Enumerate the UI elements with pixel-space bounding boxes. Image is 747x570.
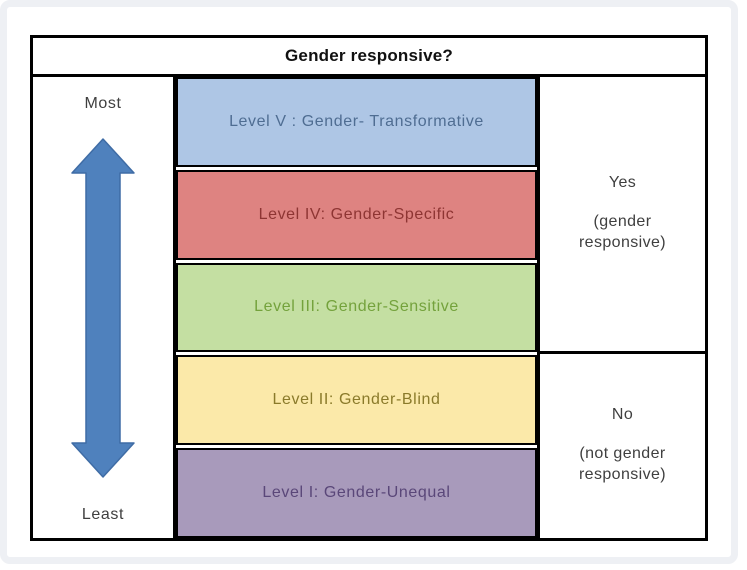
yes-label: Yes [608, 174, 637, 191]
level-ii-gender-blind: Level II: Gender-Blind [176, 355, 537, 446]
most-label: Most [84, 95, 122, 112]
scale-column: Most Least [33, 77, 176, 538]
level-v-gender-transformative: Level V : Gender- Transformative [176, 77, 537, 167]
answer-no-cell: No (not gender responsive) [537, 353, 705, 538]
levels-column: Level V : Gender- Transformative Level I… [176, 77, 537, 538]
level-iii-gender-sensitive: Level III: Gender-Sensitive [176, 262, 537, 353]
gender-responsive-table: Gender responsive? Most Least Level V : … [30, 35, 708, 541]
level-iv-gender-specific: Level IV: Gender-Specific [176, 169, 537, 260]
no-note: (not gender responsive) [578, 444, 667, 483]
least-label: Least [81, 505, 125, 523]
answer-yes-cell: Yes (gender responsive) [537, 77, 705, 354]
table-title: Gender responsive? [33, 38, 705, 77]
level-i-gender-unequal: Level I: Gender-Unequal [176, 448, 537, 538]
most-least-arrow [71, 117, 135, 500]
no-label: No [611, 405, 634, 423]
yes-note: (gender responsive) [578, 213, 667, 251]
